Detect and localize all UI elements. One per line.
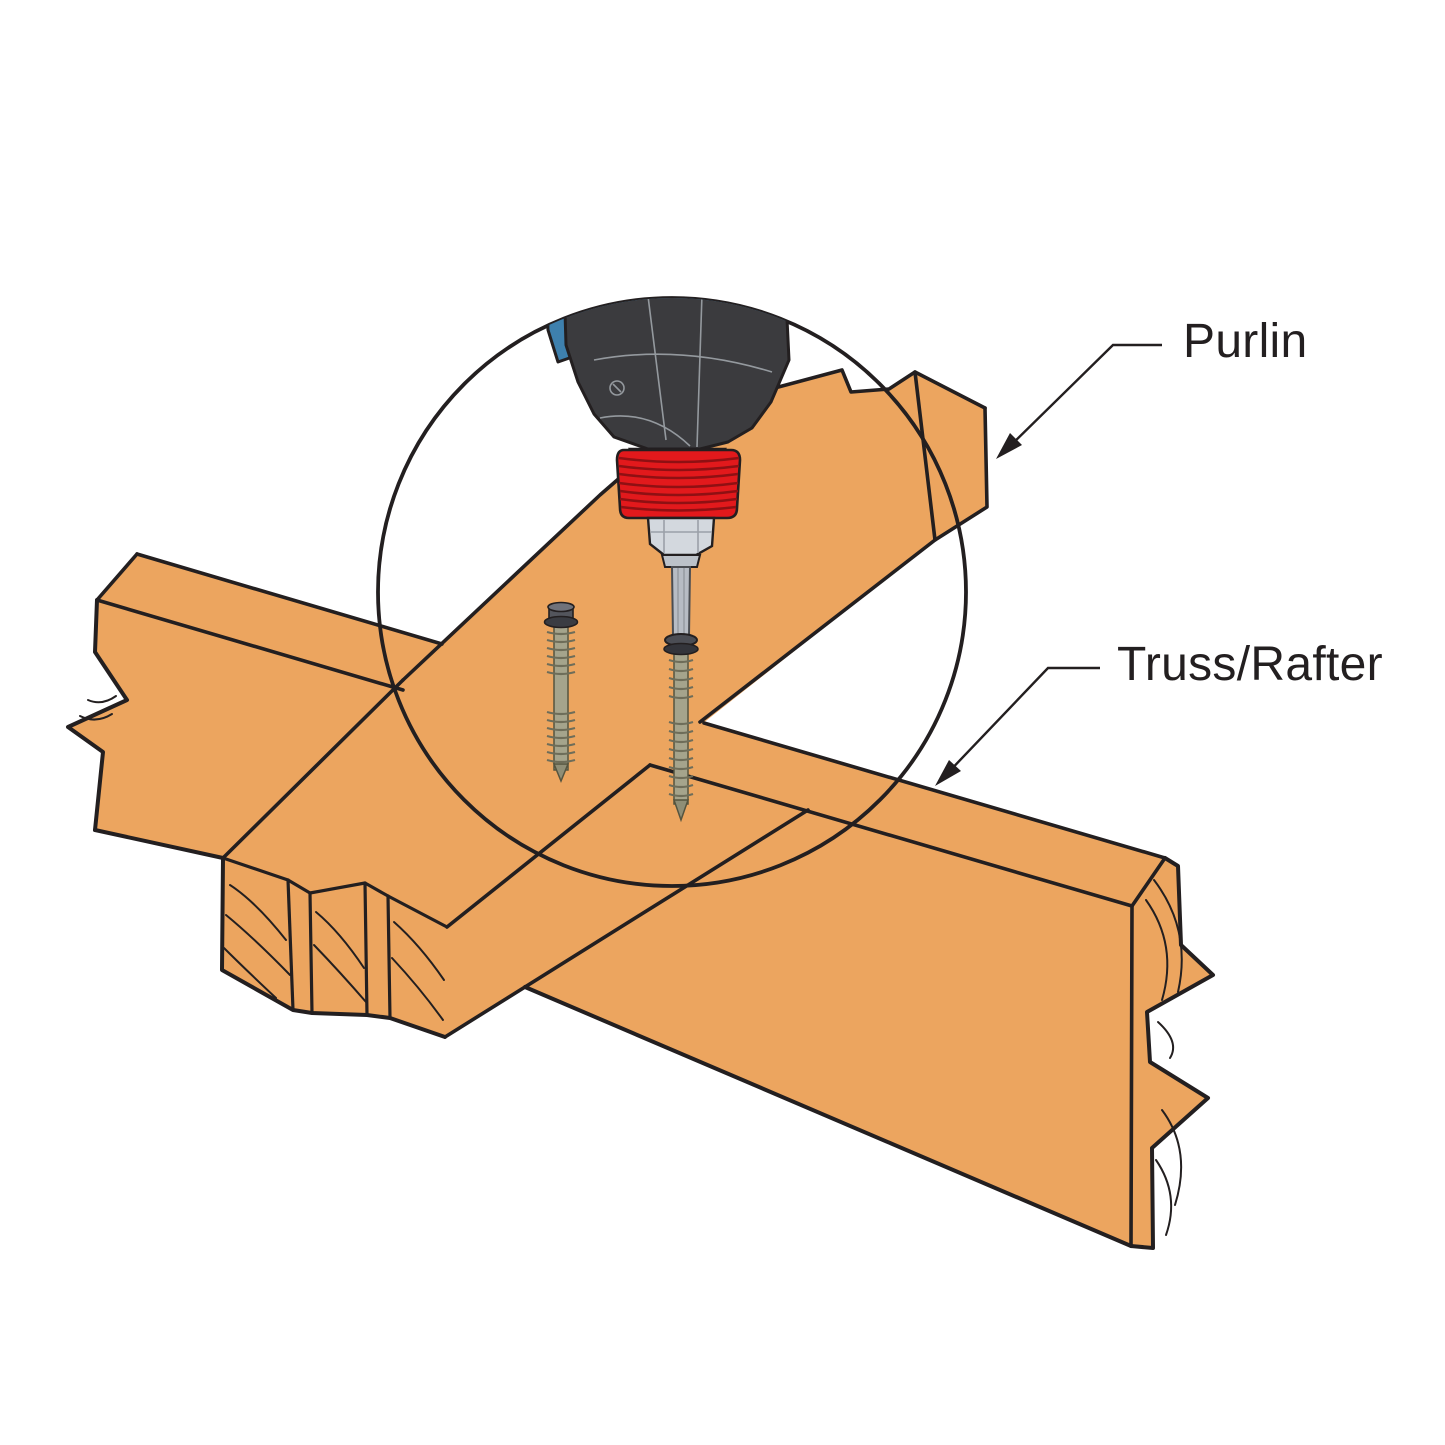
collar-ring bbox=[660, 554, 702, 568]
driver-bit bbox=[670, 566, 692, 637]
truss-leader bbox=[935, 666, 1100, 786]
drill-nose bbox=[563, 298, 791, 451]
screw-standing bbox=[543, 601, 579, 783]
leader-arrowhead bbox=[935, 760, 961, 786]
wood-linework bbox=[66, 368, 1215, 1250]
screw-driven bbox=[663, 633, 699, 823]
drill-facet-lines bbox=[593, 298, 773, 448]
purlin-beam bbox=[222, 370, 987, 1037]
bit-facets bbox=[677, 568, 685, 635]
wood-grain bbox=[79, 695, 1183, 1236]
purlin-leader bbox=[996, 343, 1162, 459]
drive-collar bbox=[646, 516, 716, 557]
sleeve-rings bbox=[618, 456, 740, 512]
collar-lines bbox=[651, 520, 712, 553]
purlin-label: Purlin bbox=[1183, 315, 1308, 368]
leader-arrowhead bbox=[996, 433, 1022, 459]
truss-rafter-label: Truss/Rafter bbox=[1117, 638, 1383, 691]
